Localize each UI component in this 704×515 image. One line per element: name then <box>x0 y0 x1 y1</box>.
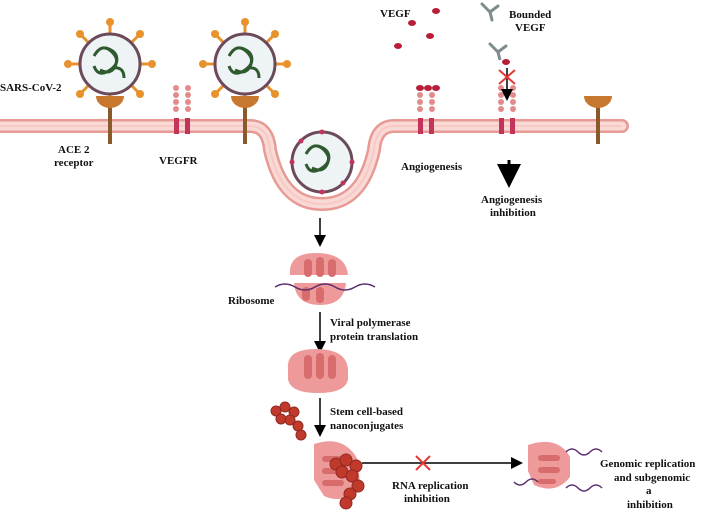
virus-particle <box>199 18 291 102</box>
label-angiogenesis: Angiogenesis <box>401 161 463 173</box>
cell-membrane <box>0 119 629 212</box>
label-ribosome: Ribosome <box>228 295 275 307</box>
label-angio-inhibition-2: inhibition <box>490 207 536 219</box>
vegfr-receptor <box>173 85 191 134</box>
block-x-icon <box>498 69 516 85</box>
rna-strand <box>565 484 603 492</box>
label-nanoconjugates: nanoconjugates <box>330 420 404 432</box>
label-genomic-a: a <box>646 485 652 497</box>
label-rna-replication: RNA replication <box>392 480 469 492</box>
ribosome-icon <box>528 441 570 489</box>
bounded-vegf-icon <box>488 42 510 65</box>
rna-strand <box>513 478 539 486</box>
ace2-receptor <box>584 96 612 144</box>
label-genomic-inhibition: inhibition <box>627 499 673 511</box>
label-ace2: ACE 2 <box>58 144 90 156</box>
ribosome-icon <box>289 253 348 305</box>
block-x-icon <box>415 455 431 471</box>
endosome-virus <box>289 129 355 195</box>
label-angio-inhibition-1: Angiogenesis <box>481 194 543 206</box>
ace2-receptor <box>96 96 124 144</box>
label-ace2-receptor: receptor <box>54 157 94 169</box>
mrna-strand <box>274 283 376 291</box>
ribosome-icon <box>287 349 348 393</box>
label-bounded-vegf: VEGF <box>515 22 546 34</box>
label-protein-translation: protein translation <box>330 331 418 343</box>
label-bounded: Bounded <box>509 9 551 21</box>
vegf-molecules <box>394 8 440 49</box>
nanoconjugate-beads <box>270 401 307 441</box>
label-genomic-replication: Genomic replication <box>600 458 695 470</box>
label-viral-polymerase: Viral polymerase <box>330 317 411 329</box>
label-vegfr: VEGFR <box>159 155 199 167</box>
label-vegf: VEGF <box>380 8 411 20</box>
label-rna-inhibition: inhibition <box>404 493 450 505</box>
label-genomic-subgenomic: and subgenomic <box>614 472 690 484</box>
vegfr-receptor <box>416 85 440 134</box>
nanoconjugate-beads <box>329 453 365 510</box>
rna-strand <box>565 448 603 456</box>
ace2-receptor <box>231 96 259 144</box>
antibody-icon <box>480 2 500 22</box>
virus-particle <box>64 18 156 102</box>
label-sars-cov-2: SARS-CoV-2 <box>0 82 62 94</box>
label-stem-cell: Stem cell-based <box>330 406 403 418</box>
